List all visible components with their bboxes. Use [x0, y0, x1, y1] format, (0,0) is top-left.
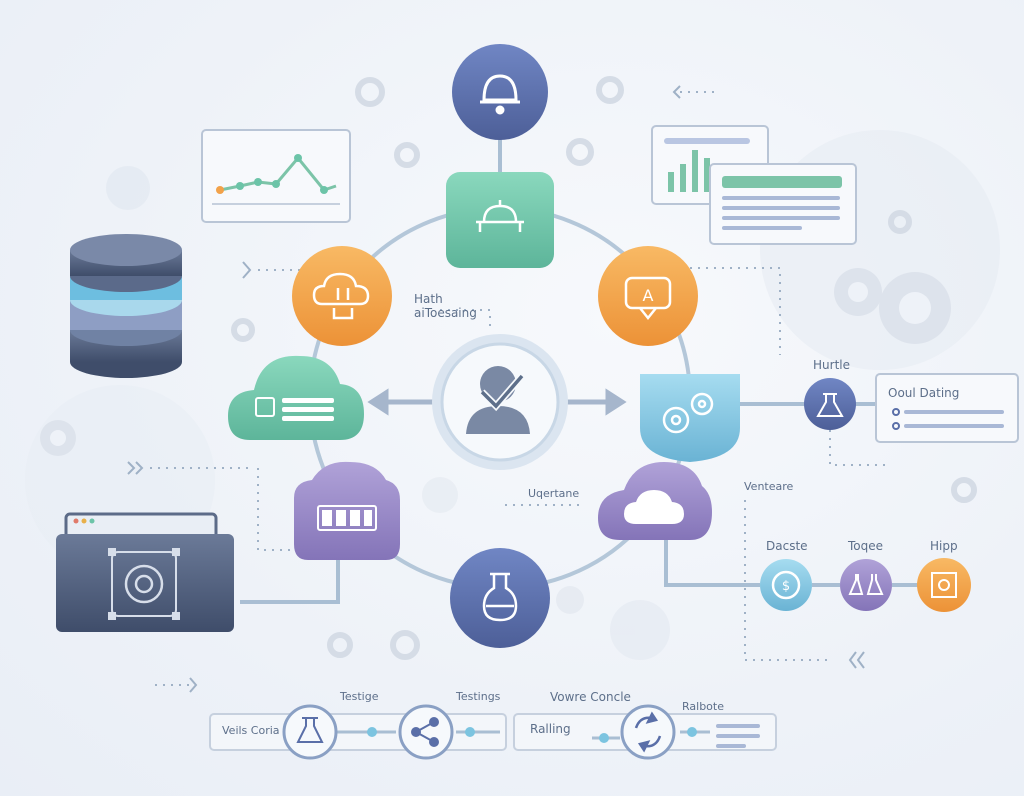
beakers-node[interactable]: [840, 559, 892, 611]
ai-chat-node[interactable]: A: [598, 246, 698, 346]
label-testings: Testings: [456, 690, 500, 703]
svg-text:$: $: [782, 579, 790, 594]
gears-node[interactable]: [640, 374, 740, 462]
line-chart-card: [202, 130, 350, 222]
list-cloud-node[interactable]: [228, 356, 364, 440]
cloud-node[interactable]: [598, 462, 712, 540]
label-hipp: Hipp: [930, 539, 958, 553]
dollar-node[interactable]: $: [760, 559, 812, 611]
cloud-upload-node[interactable]: [292, 246, 392, 346]
bell-node[interactable]: [452, 44, 548, 140]
label-update: Uqertane: [528, 487, 579, 500]
data-panel-card: [876, 374, 1018, 442]
svg-text:A: A: [643, 286, 654, 305]
frame-node[interactable]: [917, 558, 971, 612]
hurdle-flask-node[interactable]: [804, 378, 856, 430]
network-node[interactable]: [446, 172, 554, 268]
label-data-panel: Ooul Dating: [888, 386, 959, 400]
label-hurdle: Hurtle: [813, 358, 850, 372]
database-icon[interactable]: [70, 234, 182, 378]
label-veils-core: Veils Coria: [222, 724, 280, 737]
text-card: [710, 164, 856, 244]
label-topee: Toqee: [848, 539, 883, 553]
label-ralling: Ralling: [530, 722, 571, 736]
server-rack-node[interactable]: [294, 462, 400, 560]
label-health: Hath: [414, 292, 443, 306]
label-processing: aiToesaing: [414, 306, 477, 320]
label-ventures: Venteare: [744, 480, 793, 493]
share-node[interactable]: [400, 706, 452, 758]
refresh-node[interactable]: [622, 706, 674, 758]
label-testige: Testige: [340, 690, 378, 703]
label-ralbote: Ralbote: [682, 700, 724, 713]
flask-node[interactable]: [450, 548, 550, 648]
browser-window-icon[interactable]: [56, 514, 234, 632]
label-dacste: Dacste: [766, 539, 808, 553]
user-check-node[interactable]: [432, 334, 568, 470]
bottom-flask-node[interactable]: [284, 706, 336, 758]
label-vowe-concle: Vowre Concle: [550, 690, 631, 704]
